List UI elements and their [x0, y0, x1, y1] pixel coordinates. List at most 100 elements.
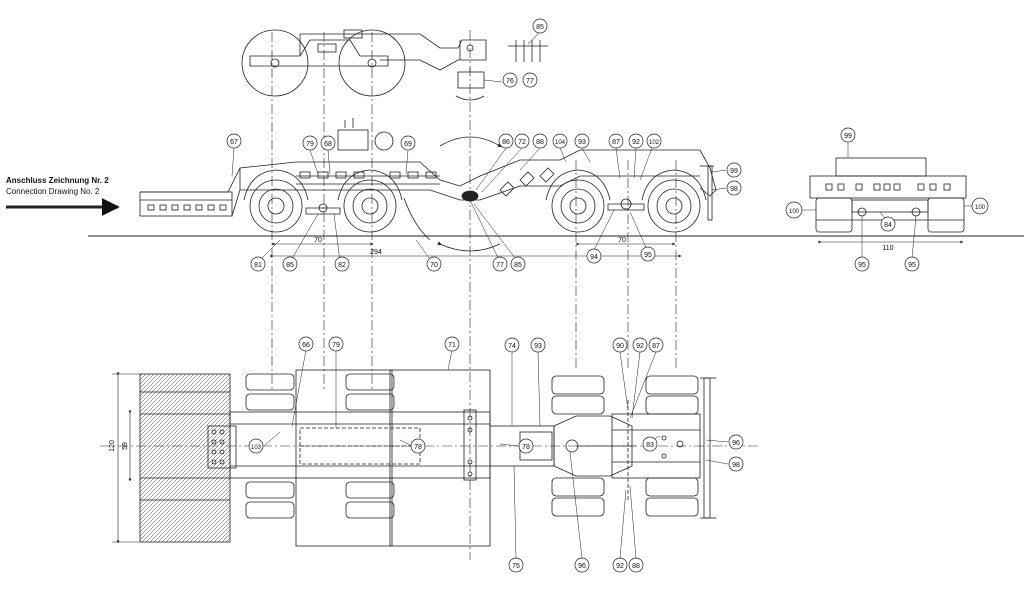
- svg-text:95: 95: [858, 262, 866, 269]
- callout-85-side-b: 85: [510, 256, 526, 272]
- callout-95-front-a: 95: [854, 256, 870, 272]
- svg-text:96: 96: [732, 440, 740, 447]
- callout-75: 75: [508, 557, 524, 573]
- callout-104: 104: [552, 133, 568, 149]
- svg-text:98: 98: [730, 186, 738, 193]
- dim-span: 294: [370, 249, 382, 256]
- callout-92-plan-top: 92: [632, 337, 648, 353]
- callout-70: 70: [426, 256, 442, 272]
- side-dimensions: [270, 242, 682, 258]
- svg-text:77: 77: [496, 262, 504, 269]
- side-view: [139, 136, 717, 252]
- callout-76: 76: [502, 72, 518, 88]
- dim-axle-left: 70: [314, 237, 322, 244]
- bogie-detail: [241, 29, 548, 101]
- svg-text:79: 79: [306, 141, 314, 148]
- callout-74: 74: [504, 337, 520, 353]
- small-body-detail: [337, 118, 394, 151]
- svg-text:102: 102: [649, 140, 660, 146]
- callout-92-side: 92: [628, 133, 644, 149]
- callout-99-side: 99: [726, 162, 742, 178]
- callout-79-side: 79: [302, 135, 318, 151]
- svg-text:74: 74: [508, 343, 516, 350]
- connection-title: Anschluss Zeichnung Nr. 2: [6, 176, 109, 185]
- svg-text:104: 104: [555, 140, 566, 146]
- callout-94: 94: [586, 248, 602, 264]
- callout-102: 102: [646, 133, 662, 149]
- svg-text:69: 69: [404, 141, 412, 148]
- callout-78-left: 78: [410, 438, 426, 454]
- callout-92-plan-bottom: 92: [612, 557, 628, 573]
- callout-86: 86: [498, 133, 514, 149]
- dim-plan-inner: 59: [122, 442, 129, 450]
- svg-text:85: 85: [514, 262, 522, 269]
- svg-text:90: 90: [616, 343, 624, 350]
- svg-text:92: 92: [636, 343, 644, 350]
- svg-text:95: 95: [644, 252, 652, 259]
- svg-text:88: 88: [536, 139, 544, 146]
- callout-72: 72: [514, 133, 530, 149]
- callout-96-plan-right: 96: [728, 434, 744, 450]
- callout-71: 71: [444, 336, 460, 352]
- svg-text:85: 85: [536, 24, 544, 31]
- svg-text:79: 79: [332, 342, 340, 349]
- callout-82: 82: [334, 256, 350, 272]
- callout-87-side: 87: [608, 133, 624, 149]
- leader-lines: [231, 31, 972, 559]
- callout-69: 69: [400, 135, 416, 151]
- svg-text:99: 99: [730, 168, 738, 175]
- callout-67: 67: [226, 133, 242, 149]
- svg-text:66: 66: [302, 342, 310, 349]
- callout-90: 90: [612, 337, 628, 353]
- svg-text:71: 71: [448, 342, 456, 349]
- svg-text:94: 94: [590, 254, 598, 261]
- svg-text:92: 92: [616, 563, 624, 570]
- svg-text:88: 88: [632, 563, 640, 570]
- callout-95-front-b: 95: [904, 256, 920, 272]
- callout-85-top: 85: [532, 18, 548, 34]
- dim-front-width: 110: [882, 245, 893, 252]
- callout-84: 84: [880, 216, 896, 232]
- svg-text:77: 77: [526, 78, 534, 85]
- callout-95-side: 95: [640, 246, 656, 262]
- callout-78-right: 78: [518, 438, 534, 454]
- svg-text:87: 87: [652, 343, 660, 350]
- callout-103: 103: [248, 438, 264, 454]
- svg-text:93: 93: [534, 343, 542, 350]
- svg-text:87: 87: [612, 139, 620, 146]
- dim-axle-right: 70: [618, 237, 626, 244]
- svg-text:92: 92: [632, 139, 640, 146]
- svg-text:82: 82: [338, 262, 346, 269]
- callout-96-plan-bottom: 96: [574, 557, 590, 573]
- svg-text:75: 75: [512, 563, 520, 570]
- callout-100-left: 100: [785, 201, 803, 219]
- svg-text:85: 85: [286, 262, 294, 269]
- callout-77-top: 77: [522, 72, 538, 88]
- connection-subtitle: Connection Drawing No. 2: [6, 187, 100, 196]
- callout-66: 66: [298, 336, 314, 352]
- svg-text:72: 72: [518, 139, 526, 146]
- svg-text:93: 93: [578, 139, 586, 146]
- svg-text:78: 78: [414, 444, 422, 451]
- plan-view: [139, 369, 716, 547]
- callout-77-side: 77: [492, 256, 508, 272]
- svg-text:86: 86: [502, 139, 510, 146]
- callout-93-side: 93: [574, 133, 590, 149]
- svg-text:84: 84: [884, 222, 892, 229]
- callout-88-side: 88: [532, 133, 548, 149]
- callouts: 85 76 77 67 79 68 69 86 72 88 104 93 87 …: [226, 18, 989, 573]
- svg-text:83: 83: [646, 442, 654, 449]
- svg-text:100: 100: [789, 209, 800, 215]
- callout-87-plan: 87: [648, 337, 664, 353]
- dim-plan-width: 120: [109, 440, 116, 452]
- svg-text:98: 98: [732, 462, 740, 469]
- callout-98-side: 98: [726, 180, 742, 196]
- callout-81: 81: [250, 256, 266, 272]
- plan-dimensions: [112, 372, 140, 544]
- callout-68: 68: [320, 135, 336, 151]
- svg-text:95: 95: [908, 262, 916, 269]
- svg-text:76: 76: [506, 78, 514, 85]
- svg-text:96: 96: [578, 563, 586, 570]
- svg-text:68: 68: [324, 141, 332, 148]
